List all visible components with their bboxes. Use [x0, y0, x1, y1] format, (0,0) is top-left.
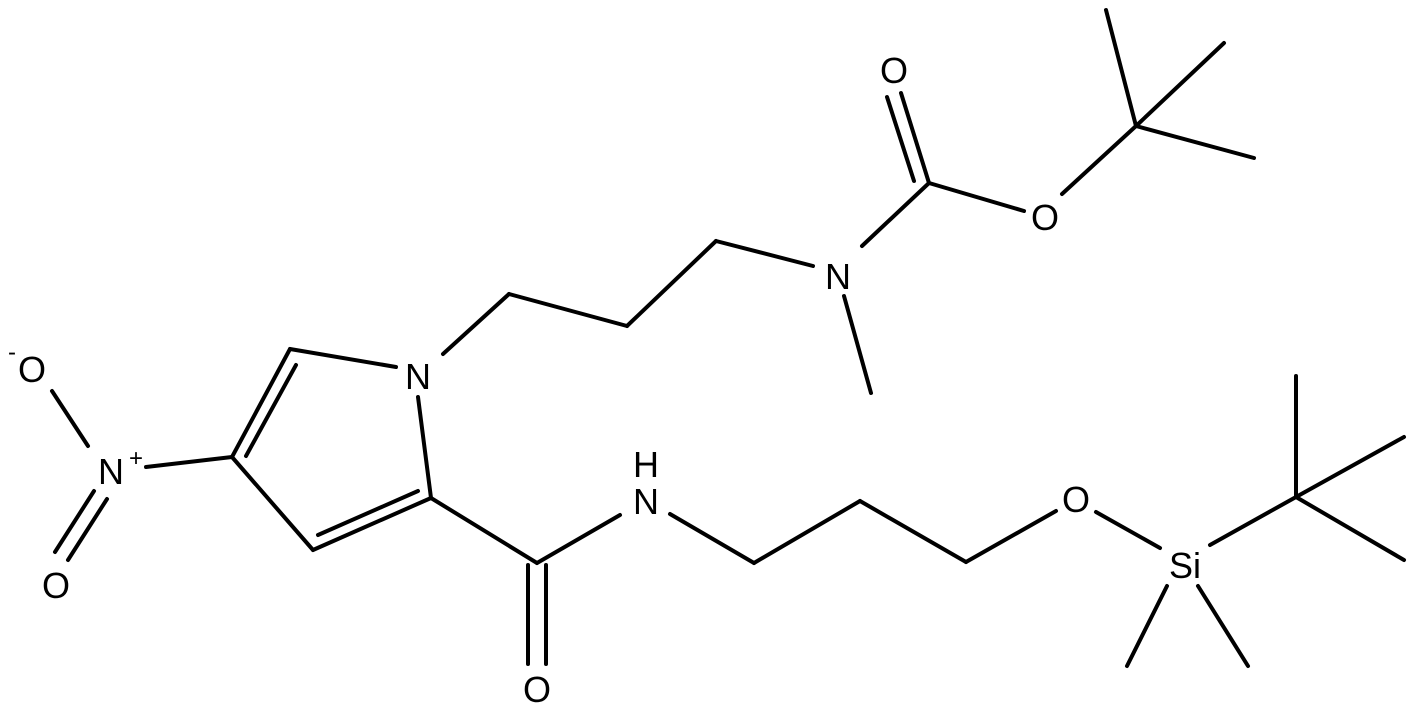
atom-n-nitro: N	[98, 451, 124, 492]
atom-si: Si	[1169, 545, 1201, 586]
bond	[416, 395, 433, 500]
propyl-linker-2	[668, 499, 1058, 565]
pyrrole-ring	[230, 347, 433, 552]
bond	[1094, 510, 1162, 550]
bond	[927, 181, 1026, 213]
bond	[66, 497, 109, 562]
bond	[1208, 495, 1298, 547]
bond	[625, 239, 718, 328]
bond	[885, 95, 916, 183]
bond	[316, 489, 420, 537]
bond	[1134, 41, 1226, 128]
bond	[899, 91, 931, 185]
propyl-linker-1	[441, 239, 718, 356]
boc-tert-butyl	[1060, 8, 1256, 196]
bond	[288, 347, 398, 369]
bond	[441, 292, 511, 356]
atom-n-pyrrole: N	[405, 356, 431, 397]
nitro-group	[50, 389, 234, 562]
atom-n-amide: N	[633, 481, 659, 522]
atom-o-nitro-minus: O	[18, 349, 46, 390]
bond	[964, 509, 1058, 564]
bond	[1294, 435, 1406, 499]
bond	[53, 489, 96, 554]
bond	[1104, 8, 1138, 128]
bond	[858, 499, 968, 564]
bond	[1134, 124, 1256, 160]
bond	[144, 455, 234, 469]
charge-minus: -	[8, 339, 16, 366]
amide-group	[429, 496, 622, 666]
atom-o-carbonyl: O	[880, 50, 908, 91]
bond	[860, 181, 931, 248]
bond	[230, 347, 292, 459]
bond	[230, 455, 315, 552]
bond	[429, 496, 539, 565]
bond	[1294, 495, 1406, 562]
bond	[311, 496, 433, 552]
bond	[50, 389, 90, 448]
bond	[535, 513, 622, 565]
atom-o-amide: O	[523, 669, 551, 710]
bond	[714, 239, 815, 268]
carbamate-group	[714, 91, 1026, 395]
charge-plus: +	[129, 445, 143, 472]
tbs-group	[1094, 374, 1406, 668]
atom-o-silyl: O	[1062, 479, 1090, 520]
atom-o-nitro: O	[42, 565, 70, 606]
bond	[1125, 584, 1169, 668]
bond	[842, 294, 873, 395]
bond	[1196, 584, 1250, 668]
bond	[668, 512, 756, 565]
atom-h-amide: H	[633, 444, 659, 485]
bond	[752, 499, 862, 565]
bond	[1060, 124, 1138, 196]
bond	[244, 363, 298, 458]
atom-n-carbamate: N	[825, 256, 851, 297]
bond	[507, 292, 629, 328]
atom-o-ester: O	[1031, 197, 1059, 238]
